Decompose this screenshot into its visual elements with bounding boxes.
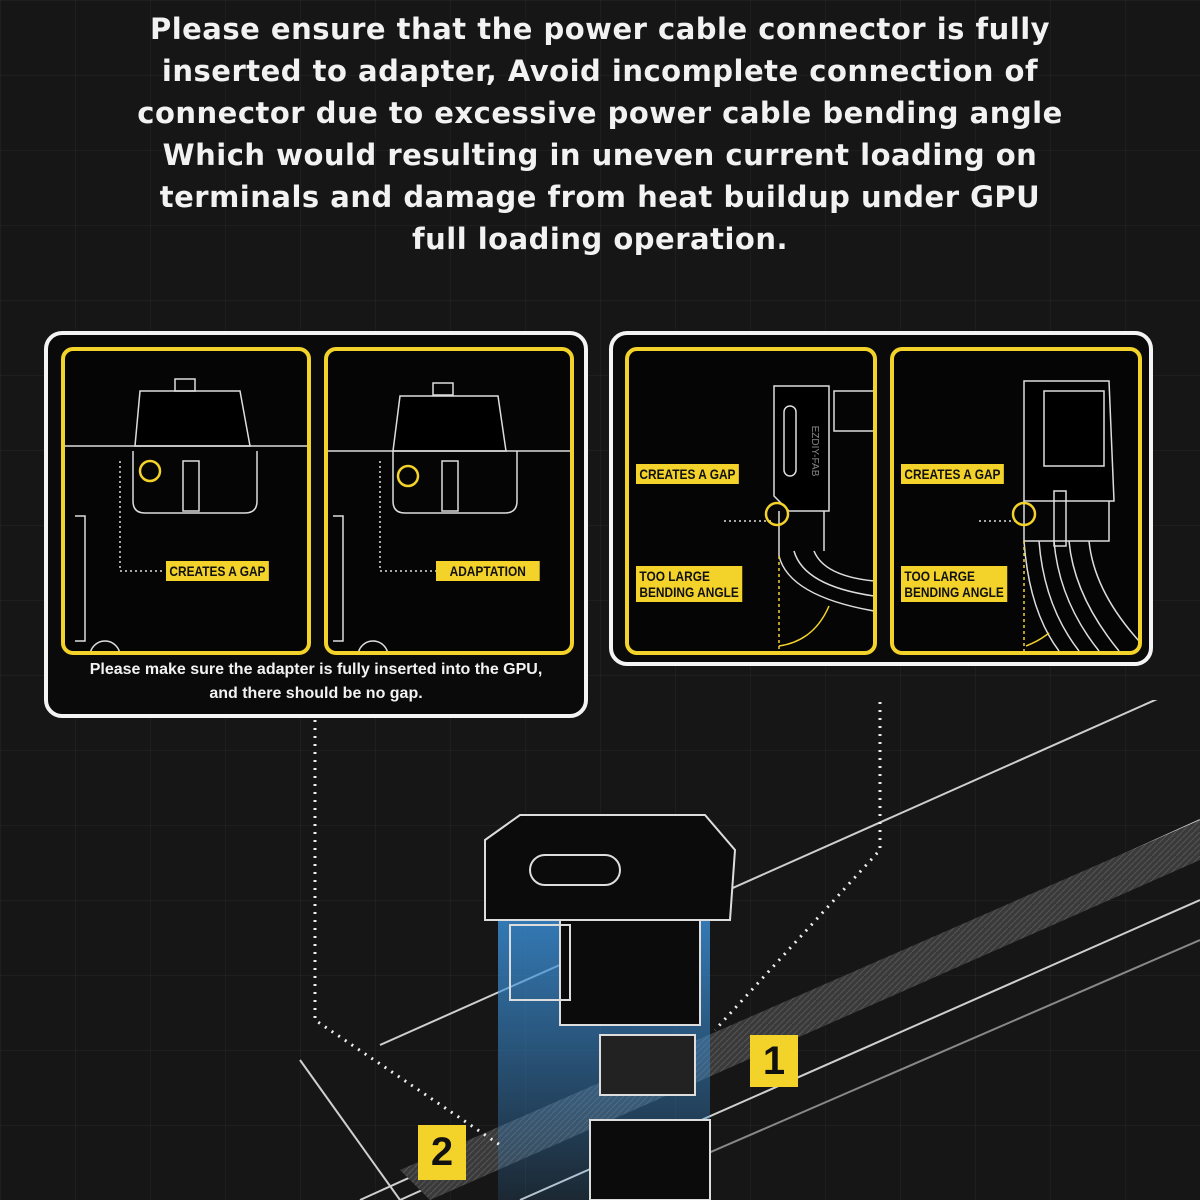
caption-line: and there should be no gap. xyxy=(209,685,423,702)
connector-diagram-adapted xyxy=(328,382,570,651)
left-panel: CREATES A GAP ADAPTATION Please make sur… xyxy=(44,331,588,718)
headline-line: Please ensure that the power cable conne… xyxy=(149,12,1051,46)
right-angle-gap-box: EZDIY-FAB CREATES A GAP TOO LARGE BENDIN… xyxy=(625,347,877,655)
caption-line: Please make sure the adapter is fully in… xyxy=(89,661,543,678)
straight-gap-box: CREATES A GAP TOO LARGE BENDING ANGLE xyxy=(890,347,1142,655)
adapter-connector xyxy=(484,814,737,1200)
creates-gap-label: CREATES A GAP xyxy=(901,464,1004,484)
gap-circle-icon xyxy=(1011,501,1037,527)
headline: Please ensure that the power cable conne… xyxy=(100,8,1100,260)
gap-circle-icon xyxy=(138,459,162,483)
dotted-leader-left xyxy=(313,720,501,1147)
headline-line: connector due to excessive power cable b… xyxy=(137,96,1063,130)
straight-connector-diagram xyxy=(979,380,1138,651)
adaptation-label: ADAPTATION xyxy=(436,561,540,581)
gap-circle-icon xyxy=(764,501,790,527)
headline-line: terminals and damage from heat buildup u… xyxy=(159,180,1041,214)
marker-1: 1 xyxy=(750,1035,798,1087)
bending-angle-line: TOO LARGE xyxy=(639,568,710,584)
headline-line: inserted to adapter, Avoid incomplete co… xyxy=(161,54,1039,88)
gpu-connector-illustration xyxy=(299,700,1200,1200)
marker-2: 2 xyxy=(418,1125,466,1180)
creates-gap-label: CREATES A GAP xyxy=(636,464,739,484)
creates-gap-box: CREATES A GAP xyxy=(61,347,311,655)
right-panel: EZDIY-FAB CREATES A GAP TOO LARGE BENDIN… xyxy=(609,331,1153,666)
bending-angle-line: BENDING ANGLE xyxy=(639,584,739,600)
adaptation-box: ADAPTATION xyxy=(324,347,574,655)
headline-line: Which would resulting in uneven current … xyxy=(162,138,1038,172)
bending-angle-line: BENDING ANGLE xyxy=(904,584,1004,600)
gap-circle-icon xyxy=(396,464,420,488)
left-panel-caption: Please make sure the adapter is fully in… xyxy=(48,658,584,706)
bending-angle-label: TOO LARGE BENDING ANGLE xyxy=(636,566,743,602)
bending-angle-line: TOO LARGE xyxy=(904,568,975,584)
creates-gap-label: CREATES A GAP xyxy=(166,561,269,581)
brand-mark: EZDIY-FAB xyxy=(809,426,820,477)
bending-angle-label: TOO LARGE BENDING ANGLE xyxy=(901,566,1008,602)
connector-diagram-gap xyxy=(65,378,307,651)
right-angle-connector-diagram: EZDIY-FAB xyxy=(724,385,873,651)
headline-line: full loading operation. xyxy=(412,222,788,256)
